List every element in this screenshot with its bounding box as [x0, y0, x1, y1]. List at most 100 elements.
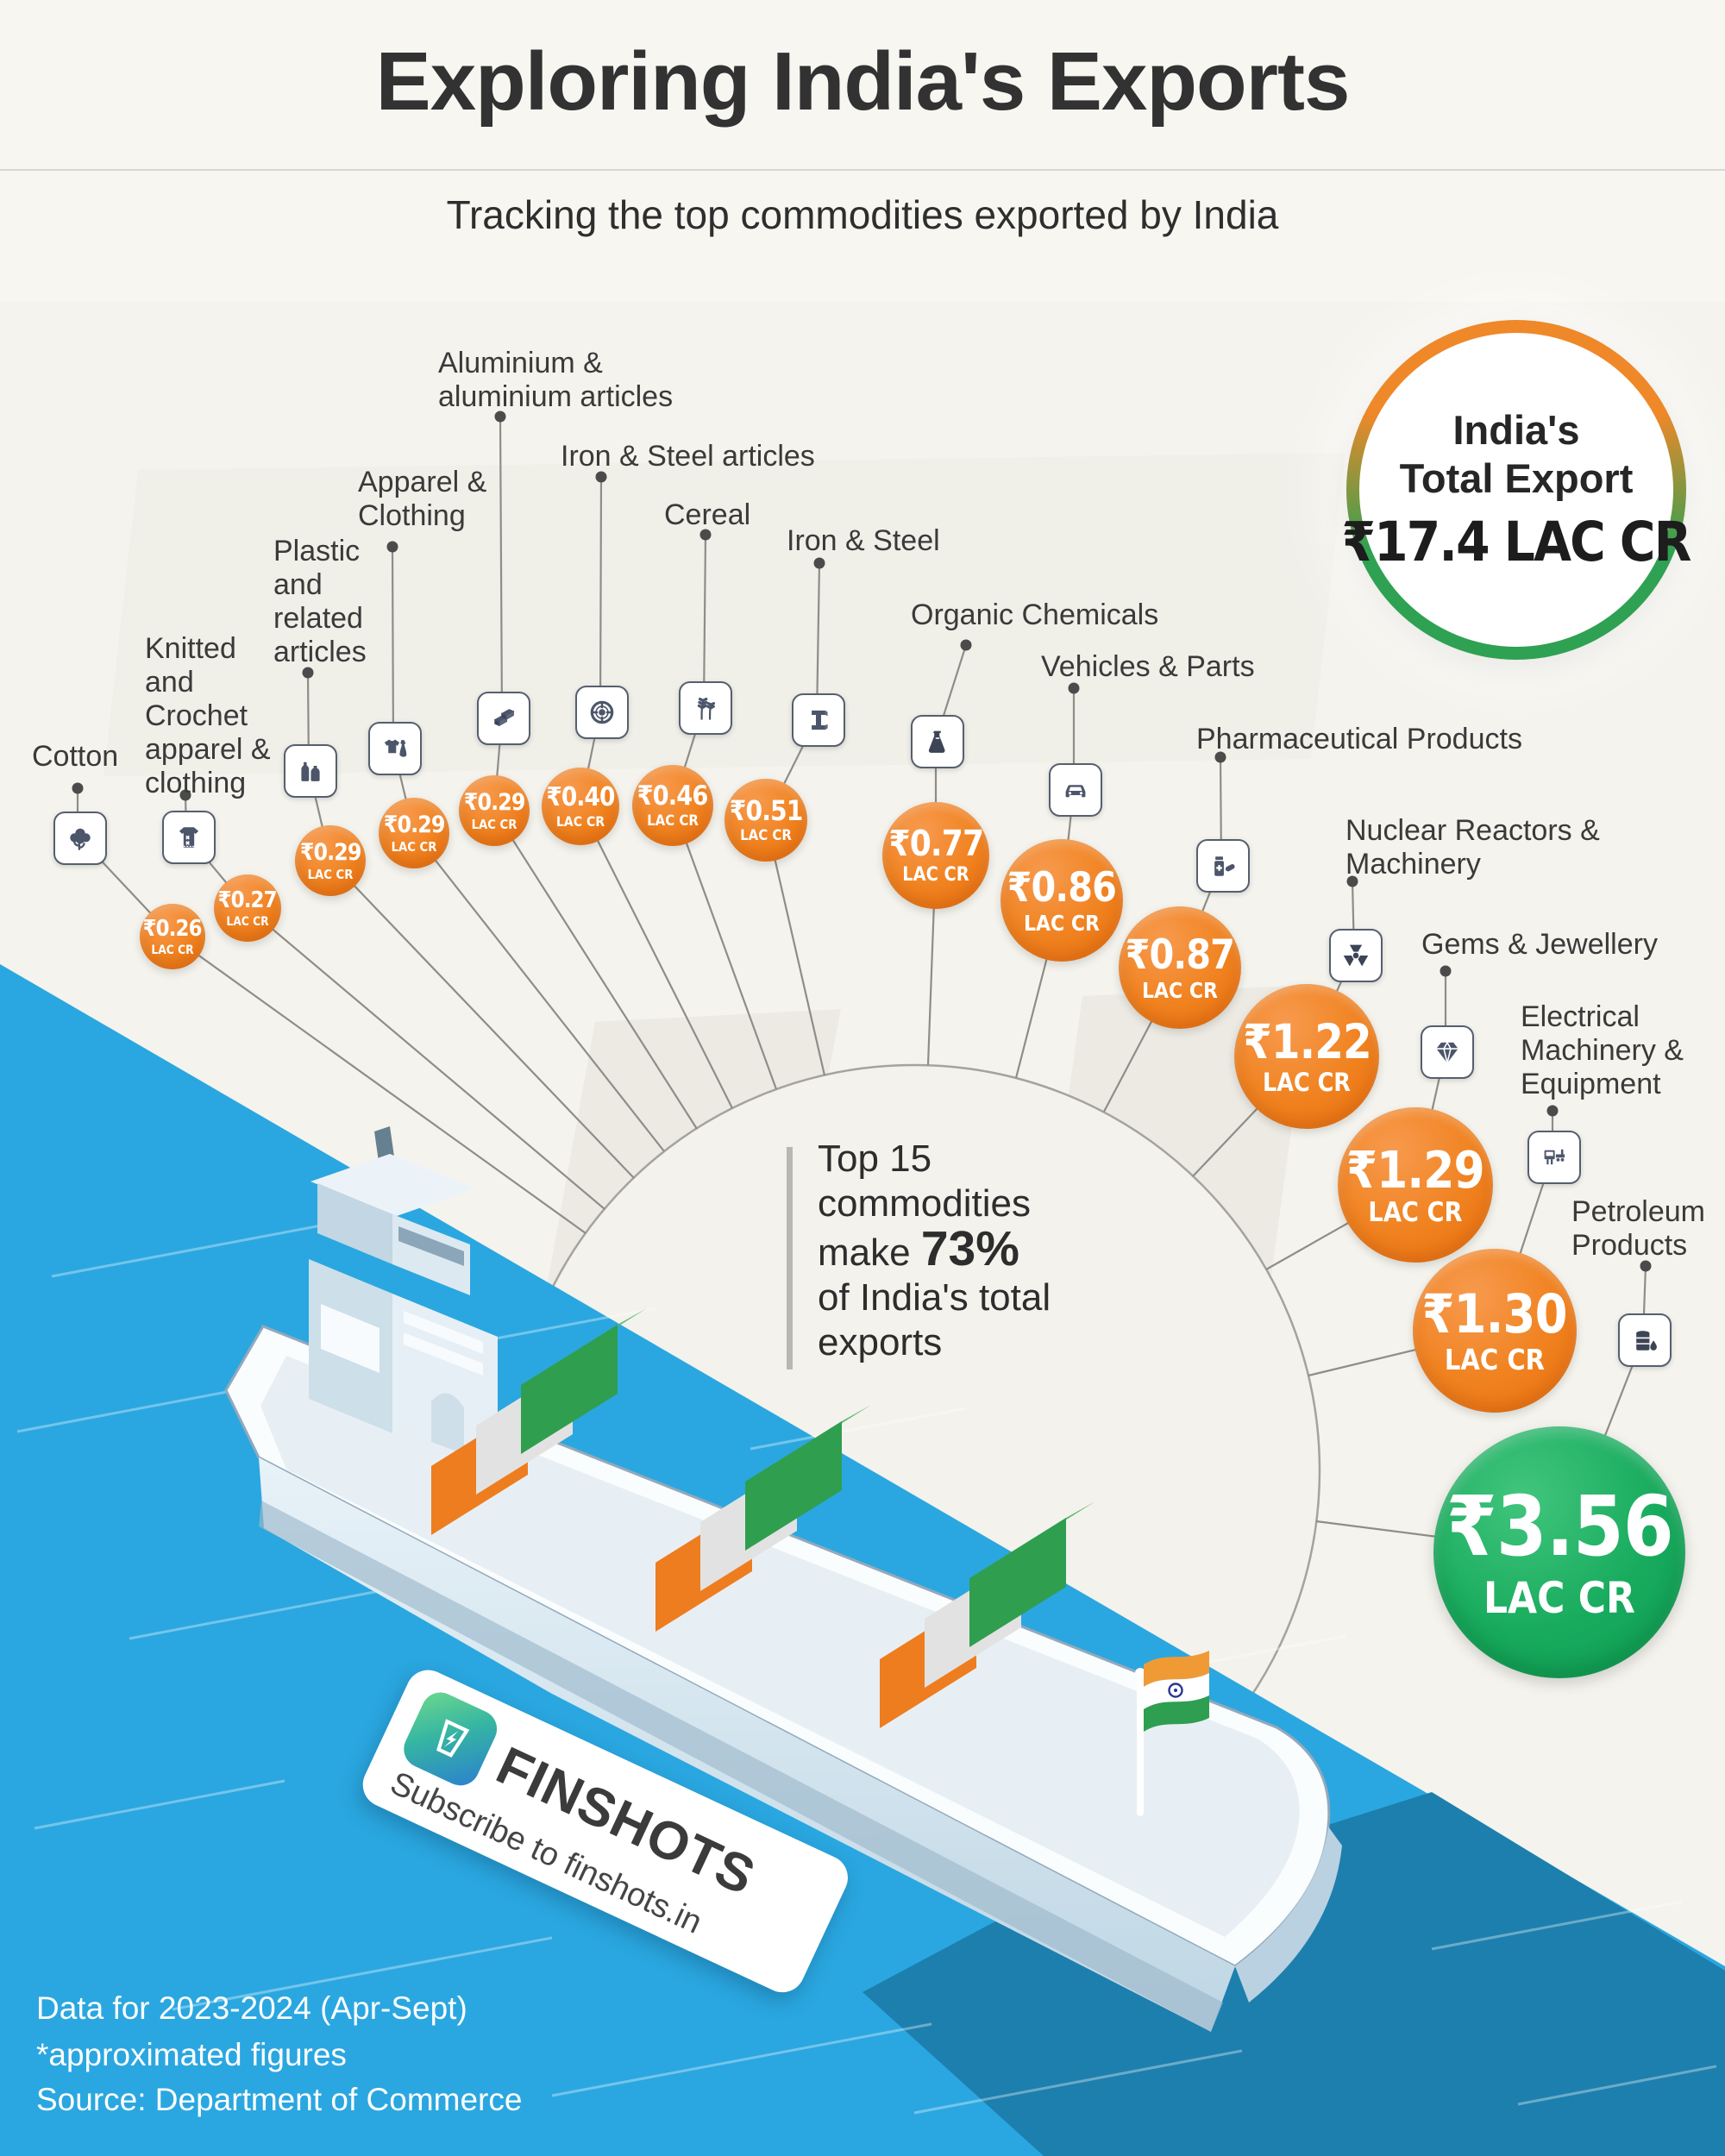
bubble-value: ₹0.26 [143, 915, 203, 942]
bubble-unit: LAC CR [555, 812, 605, 830]
bubble-value: ₹1.30 [1421, 1282, 1568, 1345]
total-export-value: ₹17.4 LAC CR [1341, 510, 1692, 573]
bubble-value: ₹0.46 [637, 780, 709, 812]
ship-deck-inner [260, 1356, 1300, 1937]
bubble-unit: LAC CR [226, 914, 269, 929]
value-bubble-iron-steel: ₹0.51 LAC CR [724, 779, 807, 862]
ship-stern [1235, 1827, 1342, 2002]
machinery-icon [1527, 1131, 1581, 1184]
car-icon [1049, 763, 1102, 817]
note-line1: Top 15 [818, 1138, 932, 1180]
bubble-value: ₹0.87 [1125, 931, 1235, 979]
footer-approximation-note: *approximated figures [36, 2037, 347, 2072]
value-bubble-knitted: ₹0.27 LAC CR [214, 874, 281, 942]
commodity-label-iron-steel: Iron & Steel [787, 524, 940, 557]
note-highlight-73pct: 73% [920, 1221, 1019, 1276]
commodity-label-aluminium: Aluminium & aluminium articles [438, 347, 674, 414]
note-line3-pre: make [818, 1232, 921, 1274]
india-flag [1135, 1651, 1209, 1816]
watermark-band [104, 453, 1346, 776]
bubble-value: ₹1.29 [1346, 1139, 1485, 1200]
value-bubble-nuclear: ₹1.22 LAC CR [1234, 984, 1379, 1129]
sweater-icon [162, 811, 216, 864]
aluminium-icon [477, 692, 530, 745]
footer-source: Source: Department of Commerce [36, 2082, 523, 2117]
commodity-label-iron-steel-articles: Iron & Steel articles [561, 440, 815, 473]
bubble-value: ₹0.86 [1007, 863, 1117, 912]
oil-barrel-icon [1618, 1313, 1672, 1367]
value-bubble-cereal: ₹0.46 LAC CR [632, 765, 713, 846]
containers [431, 1308, 1095, 1728]
center-note: Top 15 commodities make 73% of India's t… [818, 1137, 1055, 1365]
bubble-value: ₹0.29 [463, 788, 526, 816]
flask-icon [911, 715, 964, 768]
bubble-value: ₹0.29 [299, 838, 362, 866]
steel-coil-icon [575, 686, 629, 739]
radiation-icon [1329, 929, 1383, 982]
bubble-unit: LAC CR [740, 827, 792, 844]
commodity-label-organic-chemicals: Organic Chemicals [911, 599, 1159, 631]
bubble-unit: LAC CR [391, 838, 437, 855]
bridge-roof [310, 1154, 476, 1216]
bubble-value: ₹0.77 [888, 823, 984, 864]
cotton-icon [53, 812, 107, 865]
commodity-label-cereal: Cereal [664, 498, 751, 531]
ship-waterline [259, 1501, 1223, 2032]
top-band [0, 0, 1725, 302]
commodity-label-vehicles: Vehicles & Parts [1041, 650, 1255, 683]
cabin-door [431, 1393, 464, 1454]
commodity-label-electrical: Electrical Machinery & Equipment [1521, 1000, 1684, 1101]
bubble-unit: LAC CR [1262, 1067, 1351, 1097]
bridge-left-face [317, 1183, 392, 1264]
note-line5: exports [818, 1321, 943, 1363]
commodity-label-petroleum: Petroleum Products [1571, 1195, 1705, 1263]
bubble-unit: LAC CR [1484, 1573, 1635, 1623]
bubble-unit: LAC CR [1368, 1196, 1463, 1228]
commodity-label-gems: Gems & Jewellery [1421, 928, 1658, 961]
water-shadow [862, 1781, 1725, 2156]
bubble-value: ₹1.22 [1242, 1013, 1372, 1069]
apparel-icon [368, 722, 422, 775]
value-bubble-aluminium: ₹0.29 LAC CR [459, 775, 530, 846]
bridge-windows [398, 1226, 464, 1266]
bubble-unit: LAC CR [1142, 977, 1218, 1003]
value-bubble-gems: ₹1.29 LAC CR [1338, 1107, 1493, 1263]
finshots-app-icon [398, 1686, 504, 1792]
total-export-badge: India's Total Export ₹17.4 LAC CR [1342, 320, 1692, 660]
cabin-window [321, 1304, 380, 1373]
plastic-bottles-icon [284, 744, 337, 798]
cabin-slot-2 [404, 1332, 483, 1376]
value-bubble-organic-chemicals: ₹0.77 LAC CR [882, 802, 989, 909]
bubble-unit: LAC CR [902, 864, 969, 886]
cargo-ship [224, 1126, 1342, 2032]
value-bubble-iron-steel-articles: ₹0.40 LAC CR [542, 768, 619, 845]
value-bubble-pharma: ₹0.87 LAC CR [1119, 906, 1241, 1029]
diamond-icon [1421, 1025, 1474, 1079]
commodity-label-apparel: Apparel & Clothing [358, 466, 487, 533]
cabin-slot-1 [404, 1311, 483, 1354]
value-bubble-electrical: ₹1.30 LAC CR [1413, 1249, 1577, 1413]
bubble-value: ₹0.29 [383, 811, 446, 838]
bubble-unit: LAC CR [307, 866, 354, 882]
bubble-value: ₹0.27 [218, 887, 278, 913]
connector-dots [72, 411, 1652, 1272]
wheat-icon [679, 681, 732, 735]
cabin-right-face [392, 1294, 498, 1456]
footer-data-period: Data for 2023-2024 (Apr-Sept) [36, 1990, 467, 2026]
value-bubble-petroleum: ₹3.56 LAC CR [1433, 1426, 1685, 1678]
commodity-label-nuclear: Nuclear Reactors & Machinery [1346, 814, 1600, 881]
bubble-unit: LAC CR [151, 943, 194, 957]
header-divider [0, 169, 1725, 171]
bubble-value: ₹0.40 [546, 781, 615, 812]
total-export-inner: India's Total Export ₹17.4 LAC CR [1342, 333, 1692, 647]
note-line2: commodities [818, 1182, 1031, 1225]
commodity-label-plastic: Plastic and related articles [273, 535, 367, 669]
bubble-unit: LAC CR [647, 812, 699, 830]
value-bubble-vehicles: ₹0.86 LAC CR [1000, 839, 1123, 962]
commodity-label-knitted: Knitted and Crochet apparel & clothing [145, 632, 271, 800]
bubble-value: ₹3.56 [1446, 1478, 1674, 1575]
bubble-unit: LAC CR [1024, 910, 1100, 936]
finshots-subscribe-card[interactable]: FINSHOTS Subscribe to finshots.in [355, 1663, 856, 2000]
